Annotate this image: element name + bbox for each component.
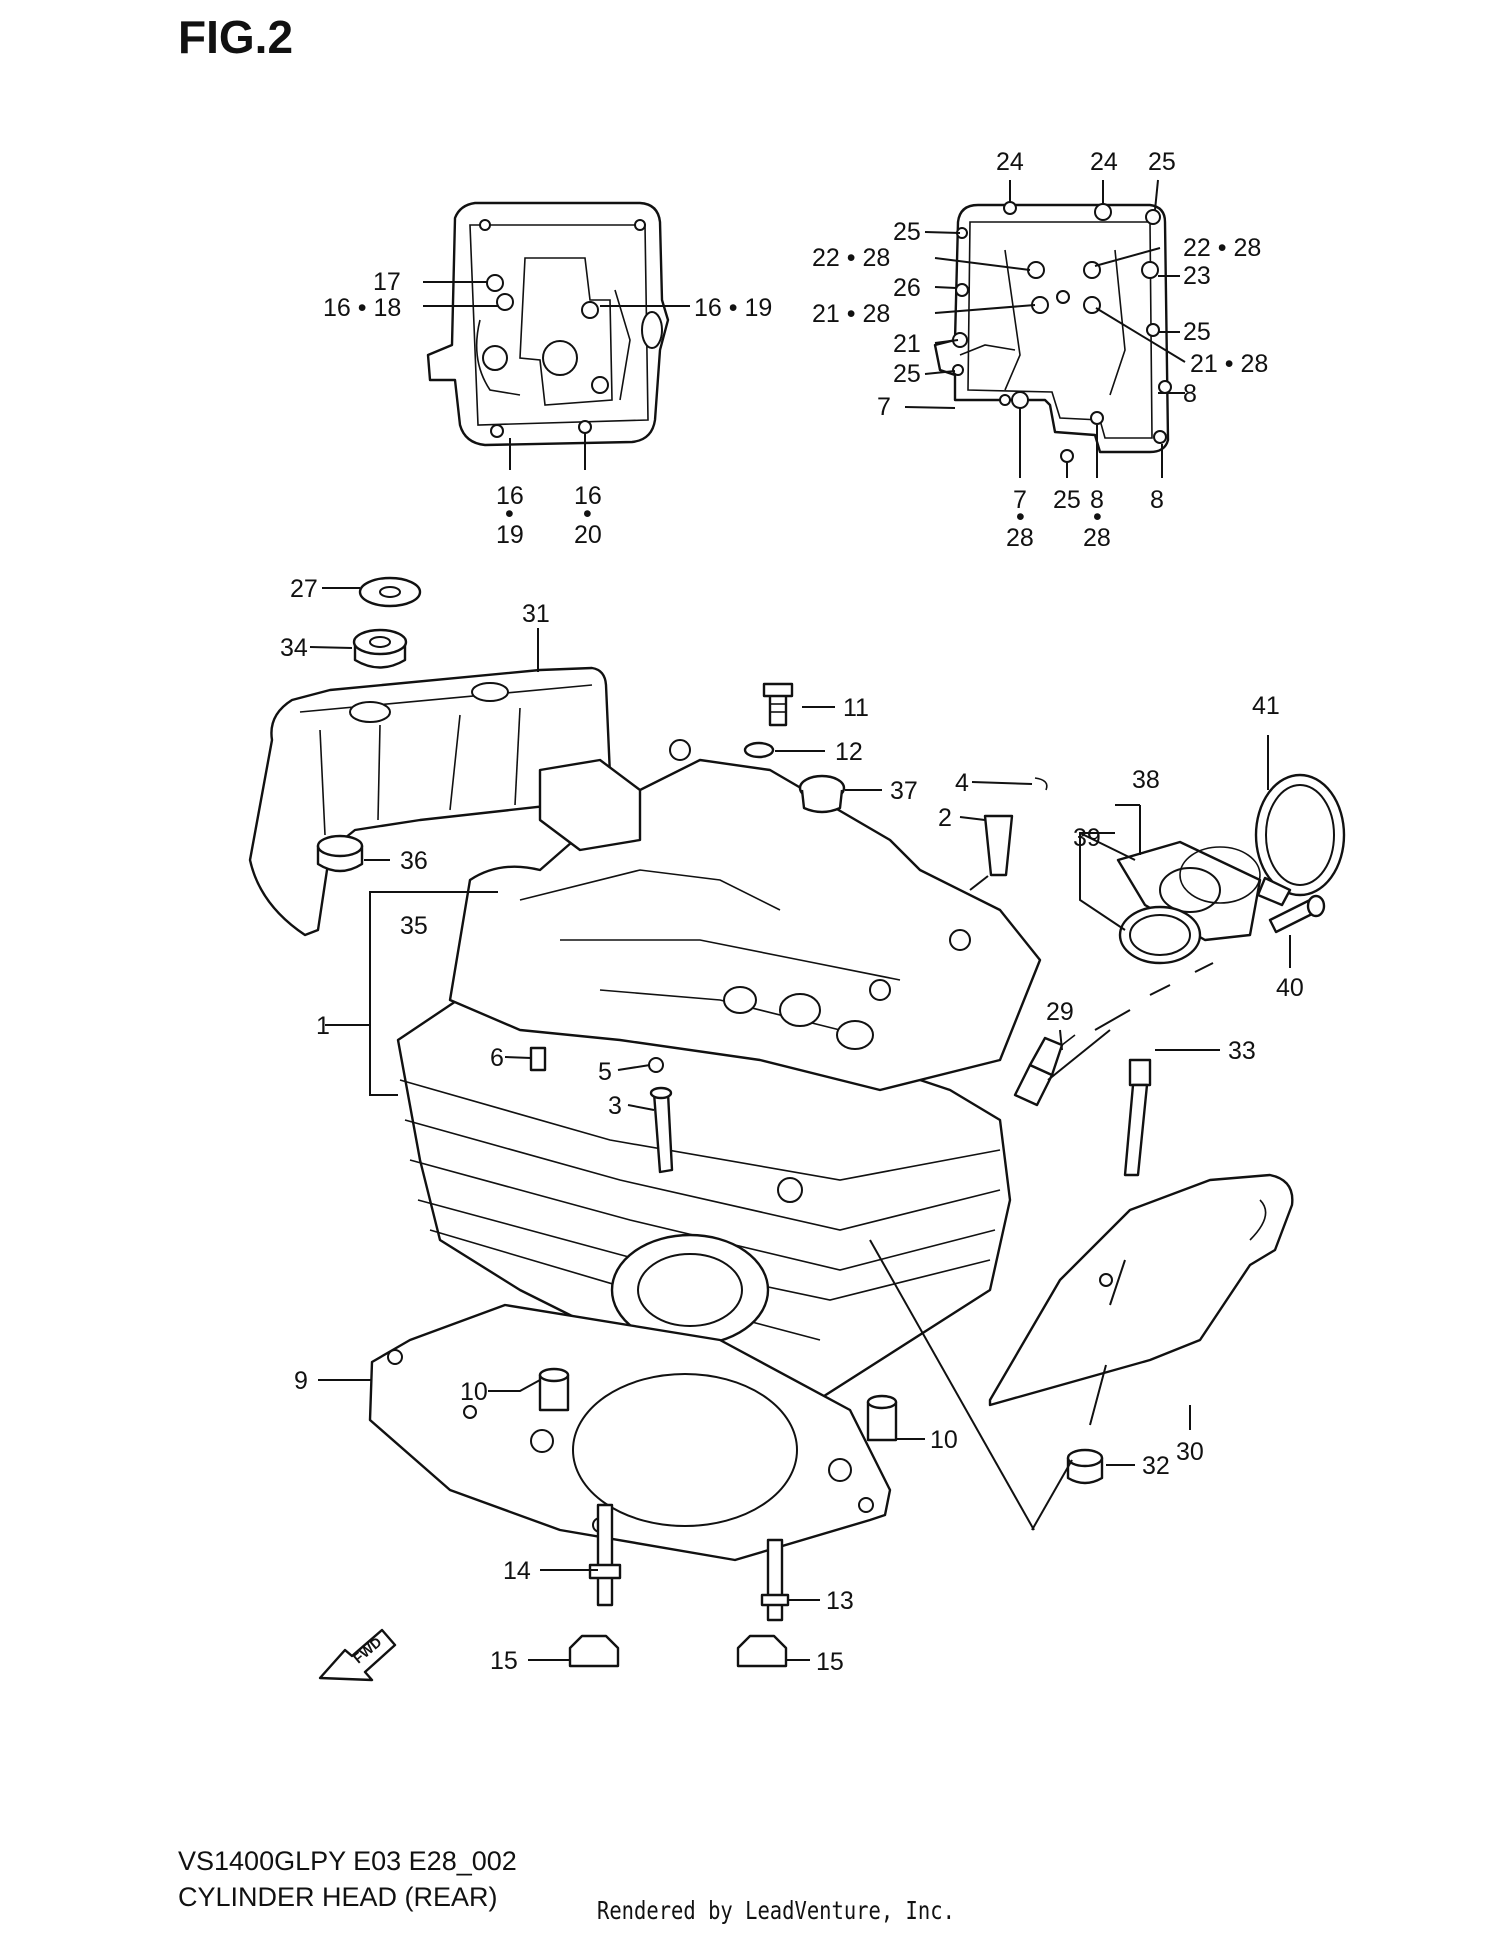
- part-2-valve-guide: [983, 814, 1014, 877]
- part-15-nut-left: [568, 1634, 620, 1668]
- callout-19-bottom: 19: [496, 521, 524, 549]
- callout-34: 34: [280, 634, 308, 662]
- callout-6: 6: [490, 1044, 504, 1072]
- callout-39: 39: [1073, 824, 1101, 852]
- callout-12: 12: [835, 738, 863, 766]
- callout-5: 5: [598, 1058, 612, 1086]
- callout-28-bottom-right: 28: [1083, 524, 1111, 552]
- callout-8-right: 8: [1183, 380, 1197, 408]
- callout-15-left: 15: [490, 1647, 518, 1675]
- part-13-stud: [760, 1538, 790, 1622]
- callout-4: 4: [955, 769, 969, 797]
- part-41-clamp: [1254, 773, 1346, 907]
- part-12-washer: [743, 741, 775, 759]
- callout-27: 27: [290, 575, 318, 603]
- main-leaders: [309, 587, 1291, 1661]
- part-1-cylinder-head: [396, 739, 1042, 1407]
- callout-26: 26: [893, 274, 921, 302]
- callout-25-left-mid: 25: [893, 360, 921, 388]
- part-33-bolt: [1123, 1058, 1152, 1177]
- callout-16-19-right: 16 • 19: [694, 294, 772, 322]
- callout-10-right: 10: [930, 1426, 958, 1454]
- callout-dot-8: •: [1093, 503, 1102, 531]
- callout-22-28-right: 22 • 28: [1183, 234, 1261, 262]
- callout-13: 13: [826, 1587, 854, 1615]
- callout-32: 32: [1142, 1452, 1170, 1480]
- callout-dot-left: •: [505, 500, 514, 528]
- part-34-grommet: [352, 628, 408, 669]
- model-code: VS1400GLPY E03 E28_002: [178, 1846, 517, 1876]
- part-40-screw: [1268, 894, 1326, 934]
- callout-11: 11: [843, 694, 869, 722]
- callout-25-bottom: 25: [1053, 486, 1081, 514]
- part-14-stud: [588, 1503, 622, 1607]
- callout-29: 29: [1046, 998, 1074, 1026]
- callout-41: 41: [1252, 692, 1280, 720]
- part-38-intake-pipe: [1116, 840, 1262, 942]
- part-4-clip: [1034, 777, 1048, 791]
- callout-30: 30: [1176, 1438, 1204, 1466]
- callout-7-bottom: 7: [1013, 486, 1027, 514]
- callout-16-18: 16 • 18: [323, 294, 401, 322]
- fwd-arrow-icon: FWD: [318, 1628, 397, 1682]
- callout-17: 17: [373, 268, 401, 296]
- callout-15-right: 15: [816, 1648, 844, 1676]
- part-31-head-cover: [248, 666, 612, 937]
- part-6-dowel: [529, 1046, 547, 1072]
- part-37-plug: [798, 774, 846, 814]
- callout-3: 3: [608, 1092, 622, 1120]
- part-29-spark-plug: [1013, 1034, 1076, 1107]
- callout-31: 31: [522, 600, 550, 628]
- callout-23: 23: [1183, 262, 1211, 290]
- part-10-dowel-left: [538, 1367, 570, 1412]
- callout-10-left: 10: [460, 1378, 488, 1406]
- callout-21-28-right: 21 • 28: [1190, 350, 1268, 378]
- callout-dot-right: •: [583, 500, 592, 528]
- callout-16-right: 16: [574, 482, 602, 510]
- callout-7-left: 7: [877, 393, 891, 421]
- inset-rocker-cover-underside: [426, 201, 670, 447]
- callout-21-28-left: 21 • 28: [812, 300, 890, 328]
- callout-9: 9: [294, 1367, 308, 1395]
- part-36-grommet: [316, 834, 364, 873]
- callout-40: 40: [1276, 974, 1304, 1002]
- callout-24-left: 24: [996, 148, 1024, 176]
- callout-35: 35: [400, 912, 428, 940]
- callout-38: 38: [1132, 766, 1160, 794]
- callout-8-bottom: 8: [1090, 486, 1104, 514]
- callout-37: 37: [890, 777, 918, 805]
- callout-28-bottom-left: 28: [1006, 524, 1034, 552]
- part-30-side-cover: [988, 1173, 1294, 1407]
- callout-14: 14: [503, 1557, 531, 1585]
- callout-dot-7: •: [1016, 503, 1025, 531]
- callout-25-top: 25: [1148, 148, 1176, 176]
- figure-title: FIG.2: [178, 11, 294, 63]
- callout-1: 1: [316, 1012, 330, 1040]
- callout-24-right: 24: [1090, 148, 1118, 176]
- part-15-nut-right: [736, 1634, 788, 1668]
- part-5-seat: [648, 1057, 664, 1073]
- part-10-dowel-right: [866, 1394, 898, 1442]
- part-32-sleeve: [1066, 1448, 1104, 1485]
- rendered-by-credit: Rendered by LeadVenture, Inc.: [597, 1896, 955, 1925]
- callout-36: 36: [400, 847, 428, 875]
- callout-33: 33: [1228, 1037, 1256, 1065]
- callout-8-bottom-right: 8: [1150, 486, 1164, 514]
- callout-25-left-top: 25: [893, 218, 921, 246]
- inset-head-bolt-pattern: [933, 201, 1172, 463]
- part-11-bolt: [762, 682, 794, 727]
- callout-21: 21: [893, 330, 921, 358]
- callout-25-right: 25: [1183, 318, 1211, 346]
- inset-b-leaders: [904, 179, 1186, 478]
- inset-a-leaders: [423, 281, 690, 470]
- callout-22-28-left: 22 • 28: [812, 244, 890, 272]
- callout-2: 2: [938, 804, 952, 832]
- callout-20: 20: [574, 521, 602, 549]
- callout-16-left: 16: [496, 482, 524, 510]
- figure-caption: CYLINDER HEAD (REAR): [178, 1882, 498, 1912]
